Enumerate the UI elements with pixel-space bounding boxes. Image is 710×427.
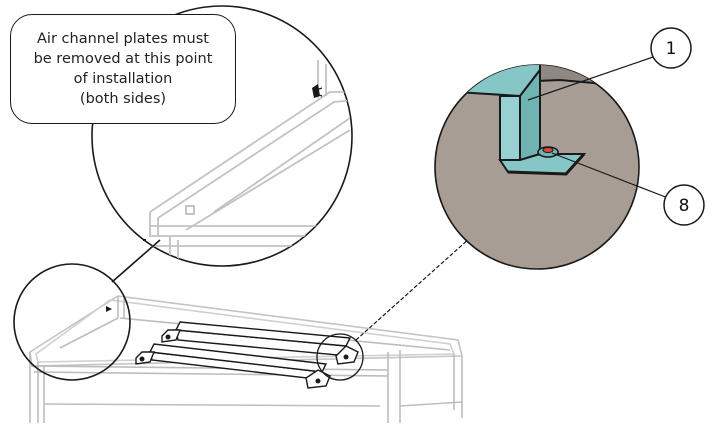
instruction-note-line-1: Air channel plates must — [37, 31, 209, 47]
mounting-rails — [135, 321, 359, 389]
left-zoom-circle — [13, 239, 161, 381]
instruction-note: Air channel plates must be removed at th… — [10, 14, 236, 124]
instruction-note-line-2: be removed at this point — [33, 51, 213, 67]
detail-magnifier — [434, 64, 640, 270]
callout-1-label: 1 — [666, 39, 677, 59]
callout-8-label: 8 — [679, 196, 690, 216]
callout-8: 8 — [551, 152, 705, 226]
instruction-note-line-3: of installation — [73, 71, 173, 87]
bracket-zoom-circle — [316, 237, 471, 381]
instruction-note-line-4: (both sides) — [79, 91, 167, 107]
air-channel-plate-marker — [312, 84, 323, 98]
callout-1: 1 — [527, 27, 692, 101]
